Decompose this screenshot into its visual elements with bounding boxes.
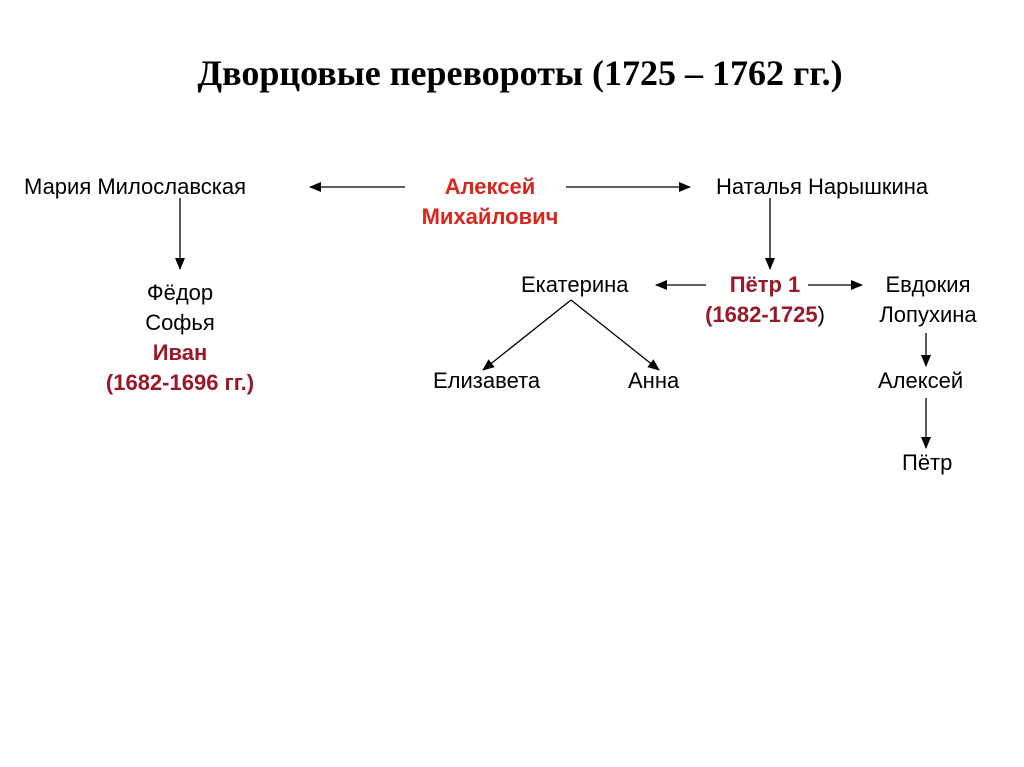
arrow-ekaterina-to-anna	[570, 299, 660, 371]
node-maria-miloslavskaya: Мария Милославская	[24, 172, 246, 202]
fedor-label: Фёдор	[146, 280, 214, 305]
node-natalia-naryshkina: Наталья Нарышкина	[716, 172, 928, 202]
aleksei-mikhailovich-line2: Михайлович	[421, 204, 559, 229]
petr1-years-close: )	[817, 302, 825, 327]
node-evdokia-lopukhina: Евдокия Лопухина	[866, 270, 990, 330]
petr1-years: (1682-1725	[705, 302, 818, 327]
node-aleksei: Алексей	[878, 366, 963, 396]
elizaveta-label: Елизавета	[433, 368, 541, 393]
petr1-label: Пётр 1	[729, 272, 801, 297]
node-petr1: Пётр 1 (1682-1725)	[690, 270, 840, 330]
evdokia-line2: Лопухина	[879, 302, 977, 327]
anna-label: Анна	[628, 368, 680, 393]
slide-title: Дворцовые перевороты (1725 – 1762 гг.)	[197, 53, 843, 93]
maria-label: Мария Милославская	[24, 174, 247, 199]
node-maria-children: Фёдор Софья Иван (1682-1696 гг.)	[90, 278, 270, 398]
node-anna: Анна	[628, 366, 679, 396]
ivan-label: Иван	[152, 340, 208, 365]
natalia-label: Наталья Нарышкина	[716, 174, 929, 199]
node-aleksei-mikhailovich: Алексей Михайлович	[409, 172, 571, 232]
node-petr: Пётр	[902, 448, 952, 478]
arrow-ekaterina-to-elizaveta	[482, 299, 572, 371]
evdokia-line1: Евдокия	[885, 272, 971, 297]
node-elizaveta: Елизавета	[433, 366, 540, 396]
aleksei-mikhailovich-line1: Алексей	[444, 174, 536, 199]
node-ekaterina: Екатерина	[521, 270, 629, 300]
petr-label: Пётр	[902, 450, 953, 475]
aleksei-label: Алексей	[878, 368, 964, 393]
sofia-label: Софья	[145, 310, 215, 335]
ivan-years: (1682-1696 гг.)	[105, 370, 255, 395]
ekaterina-label: Екатерина	[521, 272, 629, 297]
